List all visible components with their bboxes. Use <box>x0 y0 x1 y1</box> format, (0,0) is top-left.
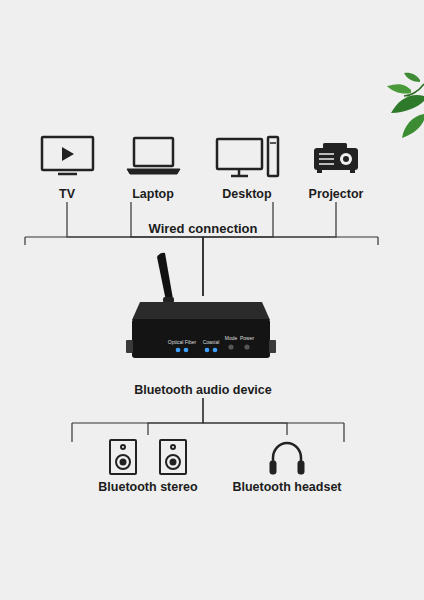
bracket-lines <box>25 237 378 442</box>
laptop-base <box>127 169 180 174</box>
mount-tab <box>269 340 276 353</box>
device-icon-box: TV <box>39 132 95 202</box>
headband <box>273 443 301 466</box>
leaf <box>387 84 411 93</box>
projector-foot <box>350 170 355 173</box>
indicator-led <box>176 348 181 353</box>
port-label: Optical Fiber <box>168 339 196 345</box>
desktop-monitor <box>217 139 262 169</box>
device-illustration <box>126 253 276 358</box>
bracket-tick <box>24 237 25 245</box>
tweeter <box>171 445 175 449</box>
desktop-tower <box>268 137 278 176</box>
connector-line <box>148 398 203 435</box>
node-label: Bluetooth audio device <box>129 382 277 398</box>
port-label: Coaxial <box>203 339 220 345</box>
projector-vent <box>319 153 334 155</box>
woofer <box>116 455 130 469</box>
bracket-tick <box>377 237 378 245</box>
node-label: Laptop <box>127 186 179 202</box>
projector-vent <box>319 163 334 165</box>
indicator-led <box>213 348 218 353</box>
speaker-icon <box>110 440 186 474</box>
tweeter <box>121 445 125 449</box>
monitor-neck <box>238 169 241 175</box>
output-device-box: Bluetooth headset <box>227 435 347 495</box>
indicator-led <box>205 348 210 353</box>
device-top <box>132 302 270 320</box>
tv-icon <box>42 137 93 174</box>
headset-icon <box>270 443 304 474</box>
antenna <box>157 253 173 301</box>
woofer-core <box>171 460 176 465</box>
plant-leaves <box>387 73 424 138</box>
play-symbol <box>62 147 74 161</box>
laptop-screen <box>134 138 173 166</box>
speaker-box <box>110 440 136 474</box>
node-label: Bluetooth headset <box>227 479 347 495</box>
tv-stand <box>58 173 77 176</box>
bracket-tick <box>71 423 72 442</box>
desktop-icon <box>217 137 278 176</box>
mount-tab <box>126 340 133 353</box>
tv-screen <box>42 137 93 170</box>
connector-line <box>131 202 203 296</box>
projector-vent <box>319 158 334 160</box>
bracket-tick <box>343 423 344 442</box>
mode-button <box>228 344 233 349</box>
laptop-icon <box>127 138 180 174</box>
speaker-box <box>160 440 186 474</box>
projector-lens-core <box>343 156 349 162</box>
ear-cup <box>298 461 304 474</box>
node-label: Projector <box>304 186 369 202</box>
connector-line <box>203 398 287 435</box>
projector-lens <box>340 153 352 165</box>
leaf <box>404 73 420 82</box>
projector-body <box>314 148 358 170</box>
node-label: TV <box>39 186 95 202</box>
device-icon-box: Projector <box>304 132 369 202</box>
connector-line <box>203 202 336 296</box>
connection-label: Wired connection <box>147 221 260 236</box>
connector-line <box>203 202 273 296</box>
node-label: Bluetooth stereo <box>93 479 203 495</box>
button-label: Power <box>240 335 254 341</box>
woofer-core <box>121 460 126 465</box>
connector-line <box>67 202 203 296</box>
indicator-led <box>184 348 189 353</box>
projector-foot <box>317 170 322 173</box>
projector-icon <box>314 143 358 173</box>
hub-device-box: Bluetooth audio device <box>129 296 277 398</box>
power-button <box>244 344 249 349</box>
device-front <box>132 319 270 358</box>
device-icon-box: Desktop <box>217 132 277 202</box>
device-icon-box: Laptop <box>127 132 179 202</box>
tower-slot <box>270 142 276 144</box>
ear-cup <box>270 461 276 474</box>
leaf <box>391 95 424 113</box>
leaf <box>402 114 424 138</box>
node-label: Desktop <box>217 186 277 202</box>
woofer <box>166 455 180 469</box>
monitor-stand <box>231 175 248 178</box>
output-device-box: Bluetooth stereo <box>93 435 203 495</box>
button-label: Mode <box>225 335 238 341</box>
